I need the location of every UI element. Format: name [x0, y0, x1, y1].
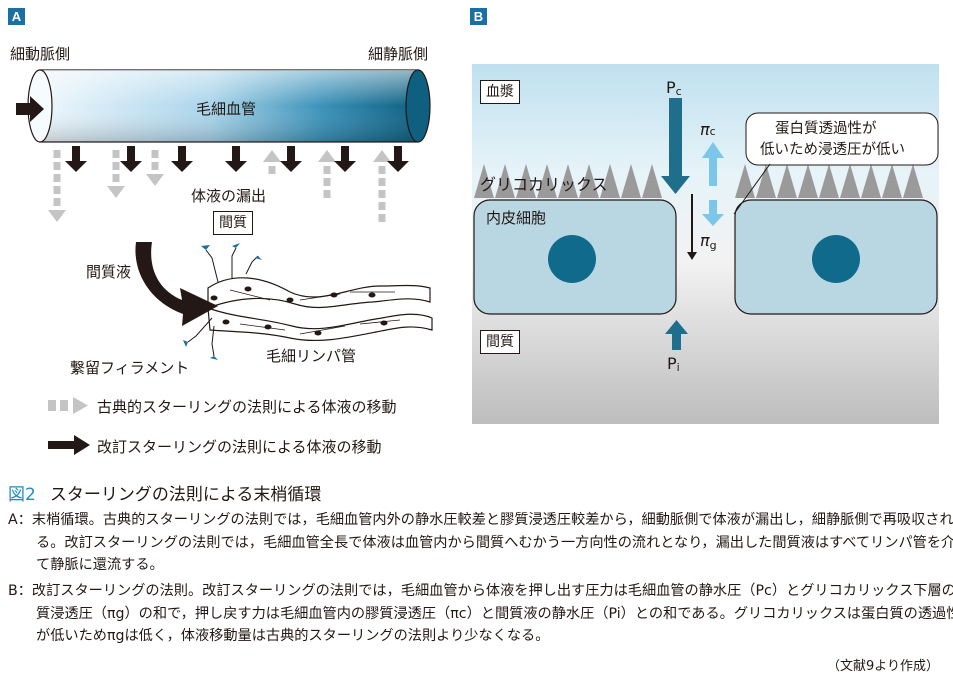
- glycocalyx-spike: [798, 164, 818, 198]
- anchoring-filament-ends: [183, 243, 262, 360]
- caption-a: A：末梢循環。古典的スターリングの法則では，毛細血管内外の静水圧較差と膠質浸透圧…: [8, 509, 953, 577]
- revised-outflow-arrows: [65, 146, 409, 172]
- figure-caption-title: 図2 スターリングの法則による末梢循環: [8, 480, 321, 505]
- anchoring-filaments: [187, 247, 259, 357]
- cleft-flow-arrow: [687, 194, 697, 260]
- callout-bubble: [733, 112, 939, 215]
- pi-sub: i: [676, 361, 680, 374]
- panel-b-diagram: [472, 64, 939, 424]
- anchoring-filament-label: 繋留フィラメント: [70, 359, 190, 377]
- pc-sub: c: [675, 85, 682, 98]
- glycocalyx-spike: [537, 164, 557, 198]
- plasma-box: 血漿: [480, 80, 520, 104]
- glycocalyx-layer: [474, 164, 923, 198]
- pi-arrow: [665, 320, 688, 350]
- interstitium-box-b: 間質: [480, 330, 520, 354]
- pig-sub: g: [709, 239, 717, 252]
- endothelial-cell-label: 内皮細胞: [486, 209, 547, 227]
- panel-a-diagram: [16, 69, 433, 455]
- glycocalyx-label: グリコカリックス: [480, 175, 608, 194]
- caption-a-head: A：: [8, 512, 32, 528]
- caption-b-head: B：: [8, 583, 32, 599]
- inflow-arrow: [16, 96, 44, 122]
- endothelial-cell-right: [734, 199, 938, 315]
- lymph-capillary: [207, 277, 433, 342]
- glycocalyx-spike: [777, 164, 797, 198]
- pig-main: π: [700, 231, 710, 250]
- pi-main: P: [667, 354, 677, 373]
- pig-arrow: [702, 200, 724, 226]
- glycocalyx-spike: [474, 164, 494, 198]
- figure-number: 図2: [8, 485, 36, 505]
- legend-classic-arrow: [48, 397, 88, 414]
- glycocalyx-spike: [558, 164, 578, 198]
- legend-revised-arrow: [48, 435, 90, 455]
- pig-label: πg: [700, 231, 717, 252]
- classic-reabsorption-arrows: [263, 150, 391, 222]
- endothelial-cell-left: [473, 199, 677, 315]
- glycocalyx-spike: [579, 164, 599, 198]
- legend-classic-label: 古典的スターリングの法則による体液の移動: [97, 398, 397, 416]
- arteriole-side-label: 細動脈側: [10, 45, 71, 63]
- capillary-label: 毛細血管: [196, 100, 257, 118]
- glycocalyx-spike: [495, 164, 515, 198]
- interstitial-fluid-label: 間質液: [86, 263, 132, 281]
- caption-b: B：改訂スターリングの法則。改訂スターリングの法則では，毛細血管から体液を押し出…: [8, 580, 953, 648]
- panel-a-tag: A: [8, 8, 25, 25]
- callout-line2: 低いため浸透圧が低い: [760, 142, 905, 158]
- glycocalyx-spike: [735, 164, 755, 198]
- pic-label: πc: [700, 120, 716, 139]
- venule-side-label: 細静脈側: [368, 45, 429, 63]
- pc-main: P: [666, 78, 676, 97]
- glycocalyx-spike: [621, 164, 641, 198]
- glycocalyx-spike: [516, 164, 536, 198]
- interstitium-box-a: 間質: [213, 211, 253, 235]
- glycocalyx-spike: [756, 164, 776, 198]
- panel-b-tag: B: [470, 8, 487, 25]
- caption-a-text: 末梢循環。古典的スターリングの法則では，毛細血管内外の静水圧較差と膠質浸透圧較差…: [31, 512, 953, 573]
- pic-main: π: [700, 120, 710, 139]
- figure-title: スターリングの法則による末梢循環: [49, 485, 322, 505]
- classic-outflow-arrows: [48, 150, 164, 222]
- pc-arrow: [661, 98, 690, 194]
- lymph-capillary-label: 毛細リンパ管: [266, 347, 357, 365]
- glycocalyx-spike: [861, 164, 881, 198]
- interstitial-fluid-arrow: [135, 242, 218, 326]
- glycocalyx-spike: [840, 164, 860, 198]
- legend-revised-label: 改訂スターリングの法則による体液の移動: [97, 438, 382, 456]
- leakage-label: 体液の漏出: [191, 187, 267, 205]
- pi-label: Pi: [667, 354, 680, 374]
- source-note: （文献9より作成）: [826, 659, 939, 674]
- pic-sub: c: [709, 125, 716, 138]
- pc-label: Pc: [666, 78, 682, 98]
- glycocalyx-spike: [642, 164, 662, 198]
- glycocalyx-spike: [600, 164, 620, 198]
- glycocalyx-spike: [903, 164, 923, 198]
- callout-line1: 蛋白質透過性が: [775, 121, 877, 137]
- caption-b-text: 改訂スターリングの法則。改訂スターリングの法則では，毛細血管から体液を押し出す圧…: [31, 583, 953, 644]
- glycocalyx-spike: [819, 164, 839, 198]
- glycocalyx-spike: [882, 164, 902, 198]
- pic-arrow: [702, 142, 724, 186]
